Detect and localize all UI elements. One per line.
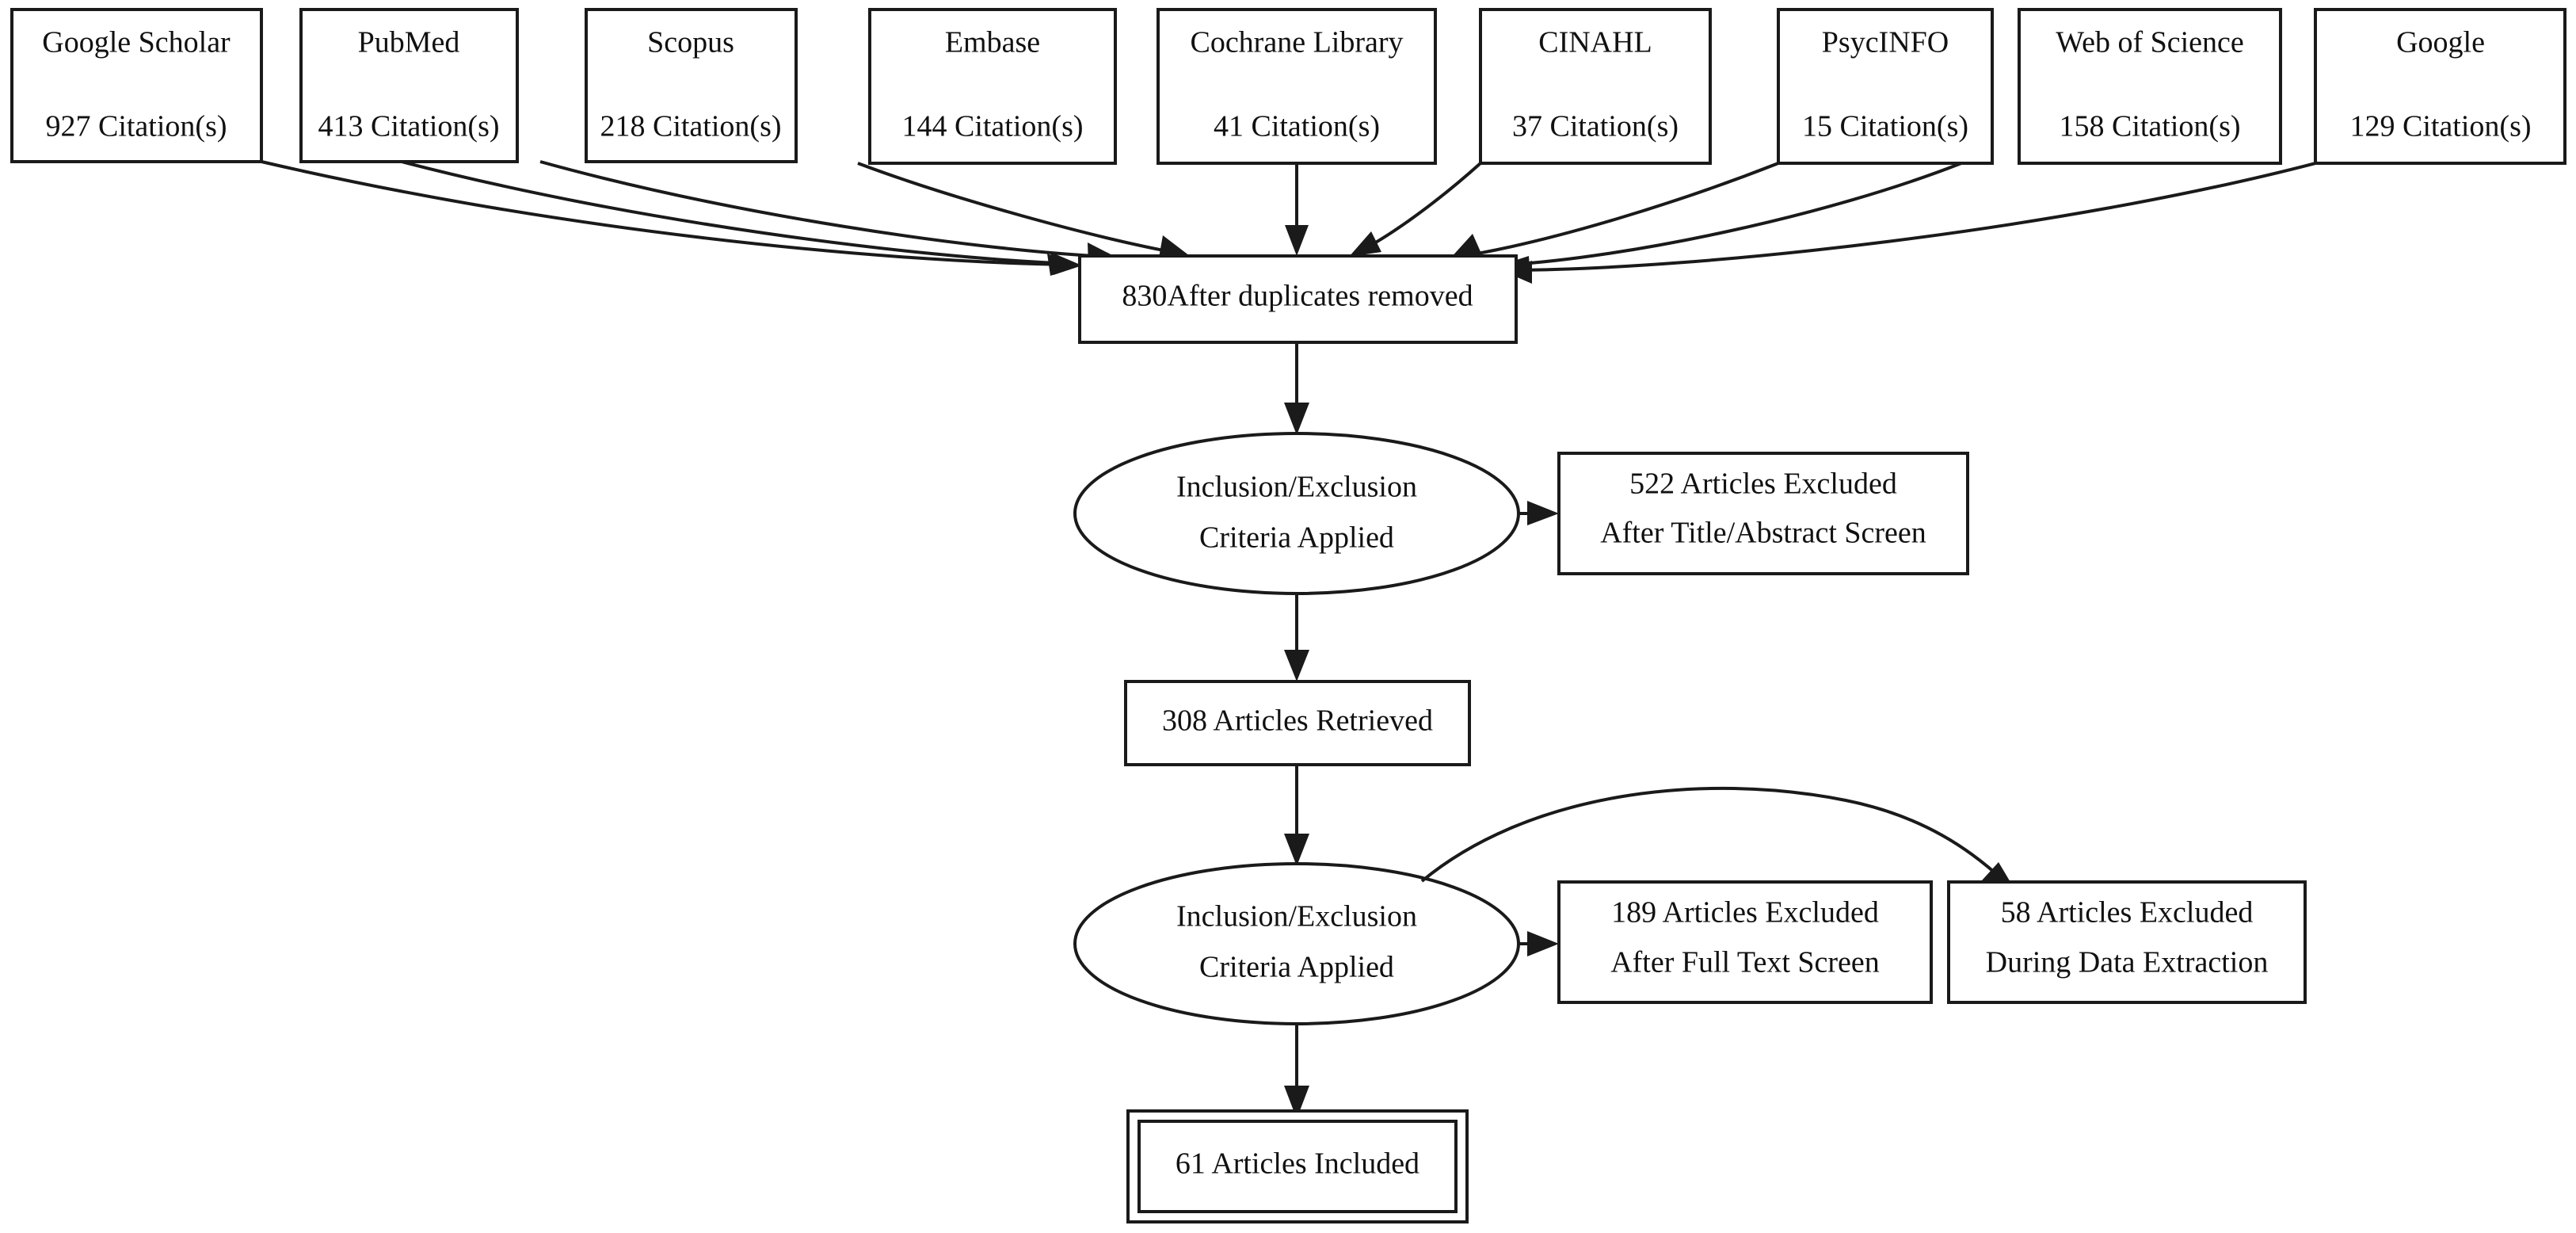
source-name-label: Web of Science: [2056, 26, 2244, 59]
after-duplicates-label: 830After duplicates removed: [1122, 280, 1473, 313]
source-nodes-group: Google Scholar 927 Citation(s) PubMed 41…: [10, 8, 2566, 165]
excluded-data-extraction-line-1: 58 Articles Excluded: [2001, 896, 2254, 930]
edge-embase-to-dedup: [857, 162, 1181, 255]
source-node-cochrane-library[interactable]: Cochrane Library 41 Citation(s): [1157, 8, 1437, 165]
edge-google-scholar-to-dedup: [261, 160, 1070, 266]
excluded-title-abstract-line-1: 522 Articles Excluded: [1629, 468, 1897, 501]
edge-web-of-science-to-dedup: [1508, 162, 1962, 266]
arrow-head-icon: [1527, 501, 1559, 525]
source-count-label: 218 Citation(s): [600, 110, 781, 143]
edges-sources-to-dedup: [261, 160, 2316, 284]
arrow-head-icon: [1285, 225, 1309, 256]
edge-google-to-dedup: [1510, 162, 2316, 272]
source-node-embase[interactable]: Embase 144 Citation(s): [868, 8, 1117, 165]
excluded-data-extraction-line-2: During Data Extraction: [1986, 946, 2269, 979]
source-node-google[interactable]: Google 129 Citation(s): [2314, 8, 2566, 165]
source-node-cinahl[interactable]: CINAHL 37 Citation(s): [1479, 8, 1712, 165]
criteria-line-2: Criteria Applied: [1199, 521, 1394, 555]
node-inclusion-exclusion-criteria-2[interactable]: Inclusion/Exclusion Criteria Applied: [1073, 862, 1520, 1025]
excluded-full-text-line-1: 189 Articles Excluded: [1611, 896, 1879, 930]
arrow-head-icon: [1159, 235, 1190, 258]
edge-pubmed-to-dedup: [401, 160, 1074, 265]
source-count-label: 41 Citation(s): [1214, 110, 1380, 143]
source-name-label: Google: [2396, 26, 2485, 59]
source-count-label: 144 Citation(s): [901, 110, 1083, 143]
source-name-label: Cochrane Library: [1190, 26, 1403, 59]
source-name-label: Embase: [945, 26, 1040, 59]
node-inclusion-exclusion-criteria-1[interactable]: Inclusion/Exclusion Criteria Applied: [1073, 432, 1520, 595]
edge-criteria-2-to-excluded-data-extraction: [1420, 786, 2016, 891]
arrow-head-icon: [1284, 650, 1309, 681]
source-name-label: PubMed: [358, 26, 460, 59]
excluded-full-text-line-2: After Full Text Screen: [1610, 946, 1880, 979]
source-node-google-scholar[interactable]: Google Scholar 927 Citation(s): [10, 8, 263, 163]
edge-scopus-to-dedup: [539, 160, 1110, 258]
criteria-line-1: Inclusion/Exclusion: [1176, 471, 1417, 504]
source-count-label: 15 Citation(s): [1802, 110, 1968, 143]
node-articles-included[interactable]: 61 Articles Included: [1126, 1109, 1469, 1223]
arrow-head-icon: [1527, 931, 1559, 956]
edge-dedup-to-criteria-1: [1284, 342, 1309, 435]
source-name-label: Google Scholar: [42, 26, 231, 59]
arrow-head-icon: [1284, 834, 1309, 866]
criteria-line-2: Criteria Applied: [1199, 951, 1394, 984]
source-name-label: CINAHL: [1538, 26, 1652, 59]
arrow-head-icon: [1450, 234, 1482, 259]
source-count-label: 413 Citation(s): [318, 110, 499, 143]
edge-criteria-1-to-excluded-title-abstract: [1519, 501, 1559, 525]
edge-criteria-2-to-included: [1284, 1024, 1309, 1119]
edge-criteria-2-to-excluded-full-text: [1519, 931, 1559, 956]
edge-criteria-1-to-retrieved: [1284, 594, 1309, 681]
arrow-head-icon: [1349, 231, 1381, 257]
source-count-label: 927 Citation(s): [45, 110, 227, 143]
edge-retrieved-to-criteria-2: [1284, 765, 1309, 866]
source-node-web-of-science[interactable]: Web of Science 158 Citation(s): [2018, 8, 2282, 165]
source-count-label: 158 Citation(s): [2059, 110, 2240, 143]
source-count-label: 37 Citation(s): [1512, 110, 1679, 143]
edge-cinahl-to-dedup: [1358, 162, 1482, 254]
arrow-head-icon: [1284, 403, 1309, 435]
source-name-label: Scopus: [647, 26, 734, 59]
node-articles-retrieved[interactable]: 308 Articles Retrieved: [1124, 680, 1471, 766]
node-excluded-data-extraction[interactable]: 58 Articles Excluded During Data Extract…: [1947, 880, 2307, 1004]
arrow-head-icon: [1050, 252, 1082, 275]
source-count-label: 129 Citation(s): [2349, 110, 2531, 143]
node-excluded-full-text[interactable]: 189 Articles Excluded After Full Text Sc…: [1557, 880, 1933, 1004]
articles-included-label: 61 Articles Included: [1176, 1147, 1419, 1181]
articles-retrieved-label: 308 Articles Retrieved: [1162, 704, 1433, 738]
node-excluded-title-abstract[interactable]: 522 Articles Excluded After Title/Abstra…: [1557, 452, 1969, 575]
source-node-psycinfo[interactable]: PsycINFO 15 Citation(s): [1777, 8, 1994, 165]
criteria-line-1: Inclusion/Exclusion: [1176, 900, 1417, 933]
source-name-label: PsycINFO: [1822, 26, 1949, 59]
source-node-pubmed[interactable]: PubMed 413 Citation(s): [299, 8, 519, 163]
node-after-duplicates-removed[interactable]: 830After duplicates removed: [1078, 254, 1518, 344]
excluded-title-abstract-line-2: After Title/Abstract Screen: [1600, 517, 1926, 550]
edge-psycinfo-to-dedup: [1458, 162, 1779, 258]
source-node-scopus[interactable]: Scopus 218 Citation(s): [585, 8, 798, 163]
arrow-head-icon: [1284, 1086, 1309, 1119]
